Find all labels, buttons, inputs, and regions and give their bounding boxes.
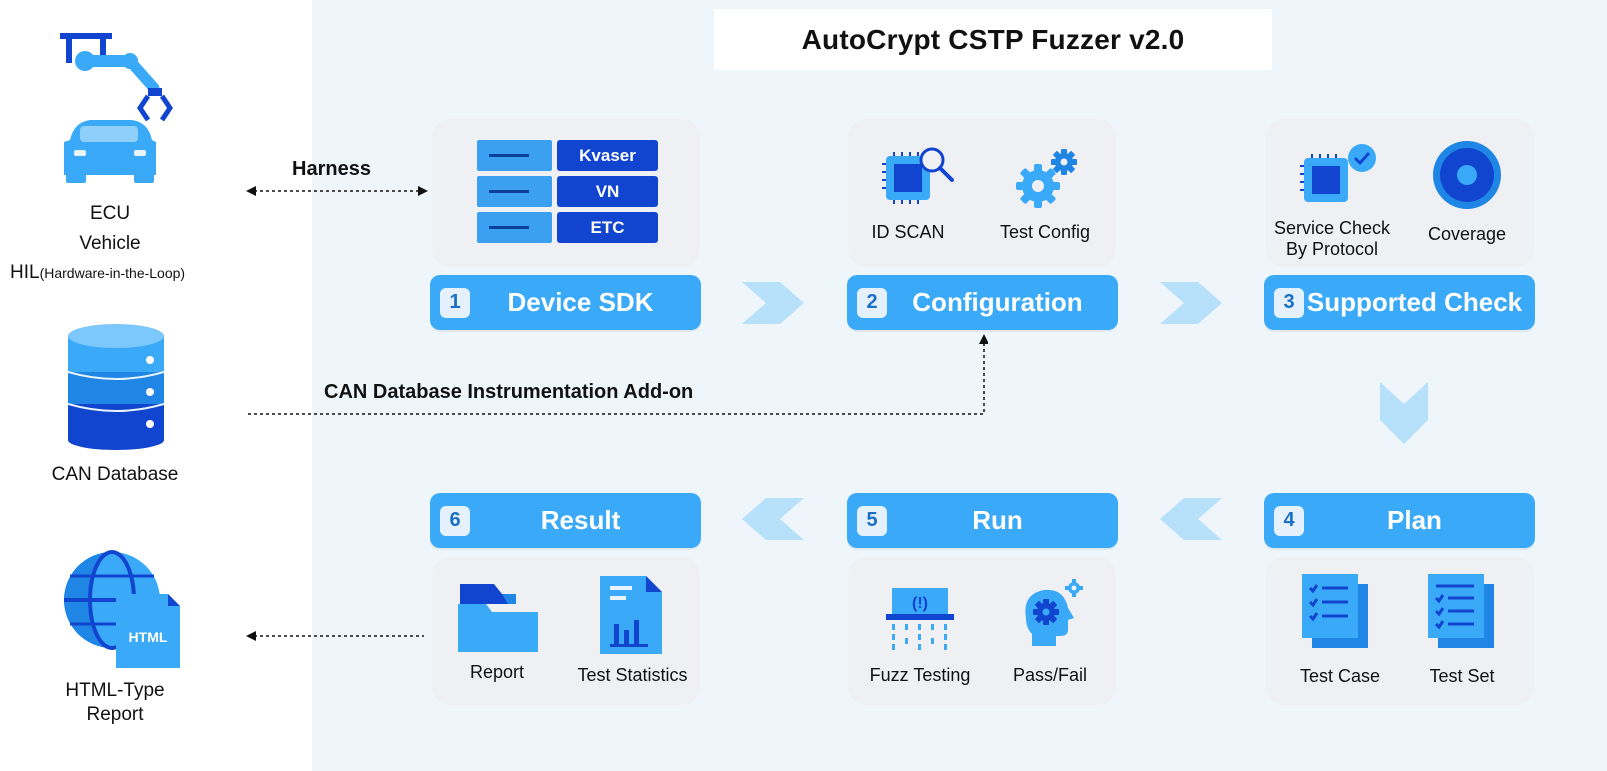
step-2-title: Configuration [912, 287, 1083, 317]
chevron-right-icon [742, 282, 804, 324]
can-addon-label: CAN Database Instrumentation Add-on [324, 381, 694, 403]
chip-search-icon [882, 147, 954, 204]
chevron-left-icon [742, 498, 804, 540]
chevron-right-icon [1160, 282, 1222, 324]
coverage-target-icon [1433, 141, 1501, 209]
step-2-number: 2 [857, 287, 887, 318]
step-6-title: Result [540, 505, 621, 535]
device-row-vn: VN [477, 176, 658, 207]
step-5-title: Run [972, 505, 1023, 535]
statistics-document-icon [600, 576, 662, 654]
globe-html-report-icon: HTML [64, 550, 180, 668]
step-1-number: 1 [440, 287, 470, 318]
step-4-banner: 4 Plan [1264, 493, 1535, 548]
chevron-down-icon [1380, 382, 1428, 444]
harness-label: Harness [292, 158, 371, 180]
diagram-title: AutoCrypt CSTP Fuzzer v2.0 [714, 9, 1272, 70]
test-case-checklist-icon [1302, 574, 1368, 648]
pass-fail-label: Pass/Fail [1012, 665, 1088, 685]
test-set-checklist-icon [1428, 574, 1494, 648]
coverage-label: Coverage [1427, 224, 1507, 244]
run-card [848, 557, 1116, 705]
device-row-etc: ETC [477, 212, 658, 243]
harness-arrow [246, 186, 428, 196]
hil-label: HIL(Hardware-in-the-Loop) [10, 262, 186, 283]
fuzz-testing-label: Fuzz Testing [869, 665, 971, 685]
step-4-number: 4 [1274, 505, 1304, 536]
html-badge-text: HTML [129, 629, 168, 645]
report-label: Report [469, 662, 525, 682]
test-statistics-label: Test Statistics [577, 665, 688, 685]
chevron-left-icon [1160, 498, 1222, 540]
step-4-title: Plan [1387, 505, 1442, 535]
can-database-label: CAN Database [51, 464, 179, 485]
step-5-number: 5 [857, 505, 887, 536]
device-row-kvaser: Kvaser [477, 140, 658, 171]
step-1-banner: 1 Device SDK [430, 275, 701, 330]
can-addon-arrow [248, 334, 988, 415]
step-6-number: 6 [440, 505, 470, 536]
ecu-label: ECU Vehicle [79, 203, 141, 254]
report-output-arrow [246, 631, 424, 641]
database-icon [68, 324, 164, 450]
step-1-title: Device SDK [507, 287, 654, 317]
step-5-banner: 5 Run [847, 493, 1118, 548]
step-3-title: Supported Check [1306, 287, 1523, 317]
step-6-banner: 6 Result [430, 493, 701, 548]
svg-text:(!): (!) [912, 595, 928, 612]
robot-arm-car-icon [60, 33, 174, 183]
step-2-banner: 2 Configuration [847, 275, 1118, 330]
folder-icon [458, 584, 538, 652]
test-set-label: Test Set [1429, 666, 1495, 686]
test-case-label: Test Case [1299, 666, 1381, 686]
head-gear-icon [1025, 579, 1083, 646]
step-3-number: 3 [1274, 287, 1304, 318]
html-report-label: HTML-Type Report [65, 680, 165, 725]
fuzz-shredder-icon: (!) [886, 588, 954, 650]
gears-icon [1016, 149, 1077, 208]
service-check-label: Service Check By Protocol [1273, 218, 1391, 259]
chip-check-icon [1300, 144, 1376, 202]
id-scan-label: ID SCAN [871, 222, 945, 242]
step-3-banner: 3 Supported Check [1264, 275, 1535, 330]
test-config-label: Test Config [999, 222, 1091, 242]
